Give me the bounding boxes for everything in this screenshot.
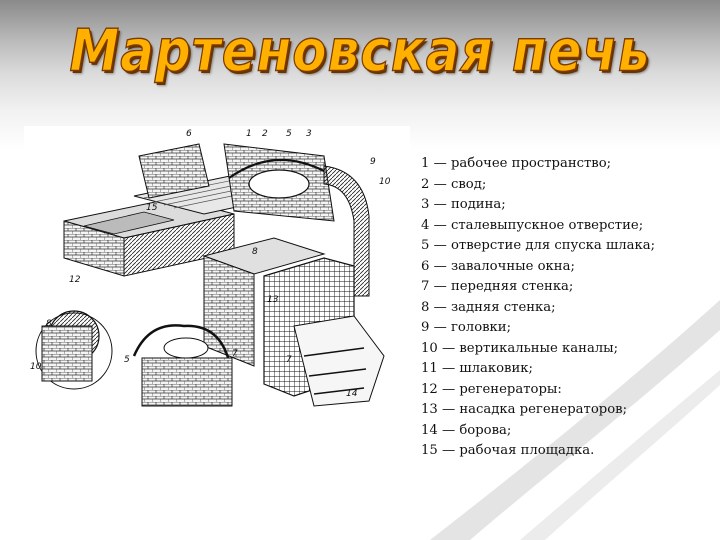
legend-item: 11 — шлаковик;	[421, 361, 533, 376]
diagram-label: 13	[267, 295, 279, 305]
regenerator-right	[202, 237, 385, 407]
section-inset	[35, 310, 233, 407]
diagram-numbers: 6 1 2 5 3 9 10 15 12 8 13 7 14 10 5 8 7	[30, 129, 391, 399]
legend-item: 13 — насадка регенераторов;	[421, 402, 628, 417]
diagram-label: 5	[286, 129, 292, 139]
legend-item: 5 — отверстие для спуска шлака;	[421, 238, 656, 253]
diagram-label: 8	[252, 247, 258, 257]
legend-item: 4 — сталевыпускное отверстие;	[421, 217, 644, 233]
diagram-label: 6	[186, 129, 192, 139]
legend-item: 12 — регенераторы:	[421, 381, 562, 397]
diagram-label: 9	[370, 157, 376, 167]
legend-item: 2 — свод;	[421, 176, 487, 192]
legend-item: 14 — борова;	[421, 422, 512, 438]
legend-item: 1 — рабочее пространство;	[421, 156, 612, 171]
legend-item: 8 — задняя стенка;	[421, 299, 556, 315]
legend-item: 15 — рабочая площадка.	[421, 443, 595, 458]
furnace-diagram: 6 1 2 5 3 9 10 15 12 8 13 7 14 10 5 8 7	[24, 126, 410, 411]
diagram-label: 1	[246, 129, 252, 139]
legend-item: 10 — вертикальные каналы;	[421, 340, 619, 356]
diagram-label: 15	[146, 203, 158, 213]
diagram-label: 7	[286, 355, 292, 365]
legend-item: 7 — передняя стенка;	[421, 279, 574, 294]
diagram-label: 14	[346, 389, 358, 399]
diagram-label: 2	[262, 129, 268, 139]
diagram-label: 10	[30, 362, 42, 372]
diagram-label: 10	[379, 177, 391, 187]
diagram-label: 5	[124, 355, 130, 365]
legend-item: 3 — подина;	[421, 197, 506, 212]
diagram-label: 8	[46, 319, 52, 329]
legend-item: 9 — головки;	[421, 320, 512, 335]
legend-item: 6 — завалочные окна;	[421, 258, 575, 274]
slide-title: Мартеновская печь	[69, 17, 651, 85]
furnace-drawing: 6 1 2 5 3 9 10 15 12 8 13 7 14 10 5 8 7	[30, 129, 391, 407]
regenerator-left	[63, 197, 235, 277]
diagram-label: 3	[306, 129, 312, 139]
diagram-label: 12	[69, 275, 81, 285]
diagram-label: 7	[232, 349, 238, 359]
legend-list: 1 — рабочее пространство; 2 — свод; 3 — …	[421, 154, 655, 462]
furnace-body	[138, 143, 370, 297]
